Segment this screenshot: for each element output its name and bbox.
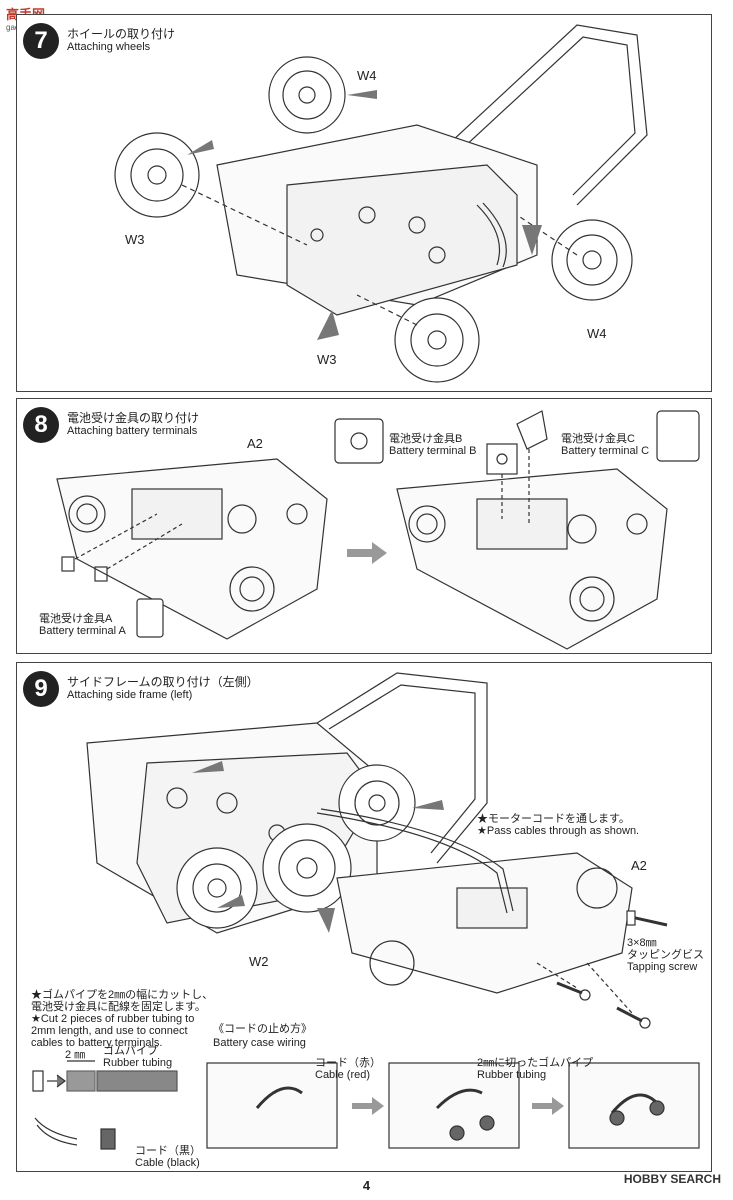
tubing-note-en-1: ★Cut 2 pieces of rubber tubing to xyxy=(31,1013,195,1025)
page-number: 4 xyxy=(362,1178,371,1193)
screw-en: Tapping screw xyxy=(627,961,698,973)
step-8-panel: 8 電池受け金具の取り付け Attaching battery terminal… xyxy=(16,398,712,654)
terminal-c-jp: 電池受け金具C xyxy=(561,433,635,445)
tubing-note-en-2: 2mm length, and use to connect xyxy=(31,1025,188,1037)
label-w4-top: W4 xyxy=(357,68,377,83)
label-w4-right: W4 xyxy=(587,326,607,341)
step-title-jp: 電池受け金具の取り付け xyxy=(67,411,200,425)
cable-black-en: Cable (black) xyxy=(135,1157,200,1169)
label-a2: A2 xyxy=(631,858,647,873)
step-7-panel: 7 ホイールの取り付け Attaching wheels W4 W3 W4 W3 xyxy=(16,14,712,392)
cable-note-en: ★Pass cables through as shown. xyxy=(477,825,640,837)
terminal-b-en: Battery terminal B xyxy=(389,445,477,457)
tubing-en: Rubber tubing xyxy=(103,1057,173,1069)
label-a2: A2 xyxy=(247,436,263,451)
tubing-note-en-3: cables to battery terminals. xyxy=(31,1037,163,1049)
step-number: 7 xyxy=(23,23,59,59)
cable-red-en: Cable (red) xyxy=(315,1069,371,1081)
step-number: 9 xyxy=(23,671,59,707)
label-w3-bottom: W3 xyxy=(317,352,337,367)
terminal-a-jp: 電池受け金具A xyxy=(39,613,113,625)
screw-size: 3×8㎜ xyxy=(627,937,657,949)
step-title-jp: サイドフレームの取り付け（左側） xyxy=(67,675,259,689)
label-w3-left: W3 xyxy=(125,232,145,247)
step-title-jp: ホイールの取り付け xyxy=(67,27,176,41)
screw-jp: タッピングビス xyxy=(627,949,704,961)
terminal-c-en: Battery terminal C xyxy=(561,445,650,457)
wheel-w4-top xyxy=(268,56,346,134)
tubing-note-jp-2: 電池受け金具に配線を固定します。 xyxy=(31,1001,206,1013)
side-frame-illustration xyxy=(32,672,700,1150)
wiring-title-jp: 《コードの止め方》 xyxy=(213,1023,312,1035)
cable-note-jp: ★モーターコードを通します。 xyxy=(477,813,630,825)
step-title-en: Attaching side frame (left) xyxy=(67,689,193,701)
step-number: 8 xyxy=(23,407,59,443)
wheel-w3-left xyxy=(114,132,200,218)
tubing-length: 2 ㎜ xyxy=(65,1049,86,1061)
wheel-assembly-illustration xyxy=(114,24,648,383)
step-title-en: Attaching wheels xyxy=(67,41,151,53)
step-9-panel: 9 サイドフレームの取り付け（左側） Attaching side frame … xyxy=(16,662,712,1172)
cut-tube-en: Rubber tubing xyxy=(477,1069,547,1081)
terminal-a-en: Battery terminal A xyxy=(39,625,126,637)
cable-red-jp: コード（赤） xyxy=(315,1057,381,1069)
wheel-w3-bottom xyxy=(394,297,480,383)
cut-tube-jp: 2㎜に切ったゴムパイプ xyxy=(477,1057,594,1069)
label-w2: W2 xyxy=(249,954,269,969)
cable-black-jp: コード（黒） xyxy=(135,1145,201,1157)
hobby-search-watermark: HOBBY SEARCH xyxy=(623,1172,721,1186)
battery-terminal-illustration xyxy=(56,410,700,650)
tubing-note-jp-1: ★ゴムパイプを2㎜の幅にカットし、 xyxy=(31,989,214,1001)
wheel-w4-right xyxy=(551,219,633,301)
wiring-title-en: Battery case wiring xyxy=(213,1037,306,1049)
step-title-en: Attaching battery terminals xyxy=(67,425,198,437)
tubing-jp: ゴムパイプ xyxy=(103,1045,158,1057)
terminal-b-jp: 電池受け金具B xyxy=(389,433,463,445)
